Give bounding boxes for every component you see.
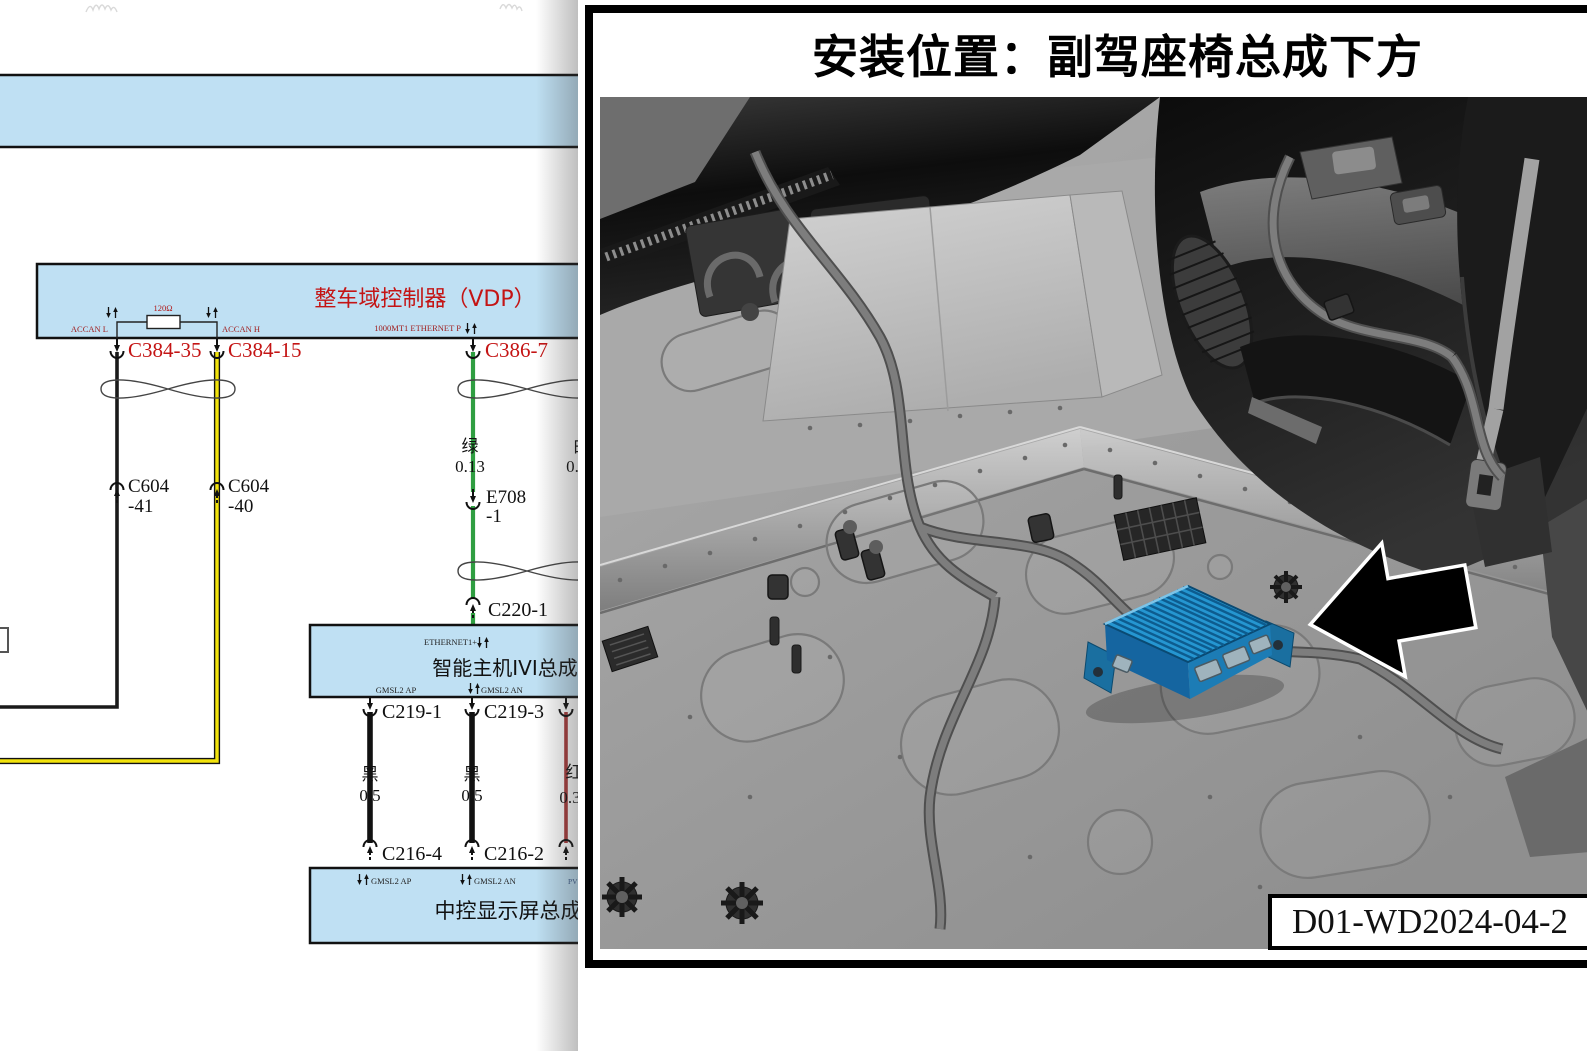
ivi-title: 智能主机IVI总成 (432, 656, 577, 680)
display-gmsl2-an-label: GMSL2 AN (474, 876, 516, 886)
panel-title: 安装位置：副驾座椅总成下方 (812, 30, 1423, 84)
twisted-pair-symbols (100, 379, 597, 581)
connector-label-c216-4: C216-4 (382, 843, 442, 865)
display-title: 中控显示屏总成 (435, 899, 579, 923)
floor-cover-panel (762, 190, 1163, 422)
twisted-pair-can (100, 379, 236, 399)
accan-l-label: ACCAN L (71, 324, 108, 334)
location-arrow (1307, 539, 1478, 680)
wire-label-black1-color: 黑 (362, 765, 379, 785)
connector-label-c386-7: C386-7 (485, 338, 548, 362)
connector-label-c384-35: C384-35 (128, 338, 202, 362)
install-location-panel: 安装位置：副驾座椅总成下方 (585, 5, 1587, 968)
connector-label-c604b-1: C604 (228, 476, 270, 497)
connector-label-c219-3: C219-3 (484, 701, 544, 723)
connector-label-c219-1: C219-1 (382, 701, 442, 723)
wire-black-accan-l (0, 352, 119, 709)
wire-label-black2-size: 0.5 (461, 786, 482, 805)
vdp-box (35, 262, 587, 340)
ivi-gmsl2-an-label: GMSL2 AN (481, 685, 523, 695)
connector-label-c604a-1: C604 (128, 476, 170, 497)
connector-label-c604a-2: -41 (128, 496, 153, 517)
top-component-bar (0, 73, 583, 149)
vdp-title: 整车域控制器（VDP） (314, 287, 535, 312)
display-pv-fragment: PV (568, 877, 578, 886)
wire-label-red-color: 红 (566, 763, 579, 783)
wire-yellow-outline (0, 352, 221, 765)
resistor-label: 120Ω (153, 303, 172, 313)
wiring-diagram-svg: 整车域控制器（VDP） 120Ω ACCAN L ACCAN H 1000MT1… (0, 3, 597, 945)
install-photo-svg (600, 97, 1587, 949)
watermark-squiggle (85, 3, 523, 13)
accan-h-label: ACCAN H (222, 324, 260, 334)
resistor-120ohm (146, 314, 181, 330)
left-page: 整车域控制器（VDP） 120Ω ACCAN L ACCAN H 1000MT1… (0, 0, 597, 1051)
terminating-resistor-circuit: 120Ω (116, 303, 218, 338)
grid-connector (1113, 497, 1207, 561)
twisted-pair-eth-1 (457, 379, 597, 399)
wire-label-frag-size: 0.13 (566, 457, 578, 476)
wire-label-black1-size: 0.5 (359, 786, 380, 805)
ethernet-p-label: 1000MT1 ETHERNET P (374, 323, 461, 333)
connector-label-c216-2: C216-2 (484, 843, 544, 865)
wire-label-black2-color: 黑 (464, 765, 481, 785)
connector-label-e708-2: -1 (486, 506, 502, 527)
connector-label-c384-15: C384-15 (228, 338, 302, 362)
twisted-pair-eth-2 (457, 561, 597, 581)
left-edge-connector-fragment (0, 627, 9, 653)
wires (0, 352, 568, 843)
ivi-gmsl2-ap-label: GMSL2 AP (376, 685, 417, 695)
socket-c220-1-icon (465, 597, 481, 619)
wire-label-green-color: 绿 (462, 437, 479, 457)
connector-label-e708-1: E708 (486, 487, 526, 508)
wire-label-frag-color: 白 (573, 437, 579, 457)
doc-code-label: D01-WD2024-04-2 (1268, 894, 1587, 950)
connector-label-c220-1: C220-1 (488, 599, 548, 621)
ecu-module (1083, 584, 1295, 724)
wire-label-red-size: 0.3 (559, 788, 578, 807)
wire-label-green-size: 0.13 (455, 457, 485, 476)
display-gmsl2-ap-label: GMSL2 AP (371, 876, 412, 886)
ethernet1-label: ETHERNET1+ (424, 637, 477, 647)
connector-label-c604b-2: -40 (228, 496, 253, 517)
install-photo (600, 97, 1587, 949)
floor-trim (1505, 738, 1587, 857)
harness-grommets (602, 571, 1302, 924)
wire-yellow-accan-h (0, 352, 219, 763)
